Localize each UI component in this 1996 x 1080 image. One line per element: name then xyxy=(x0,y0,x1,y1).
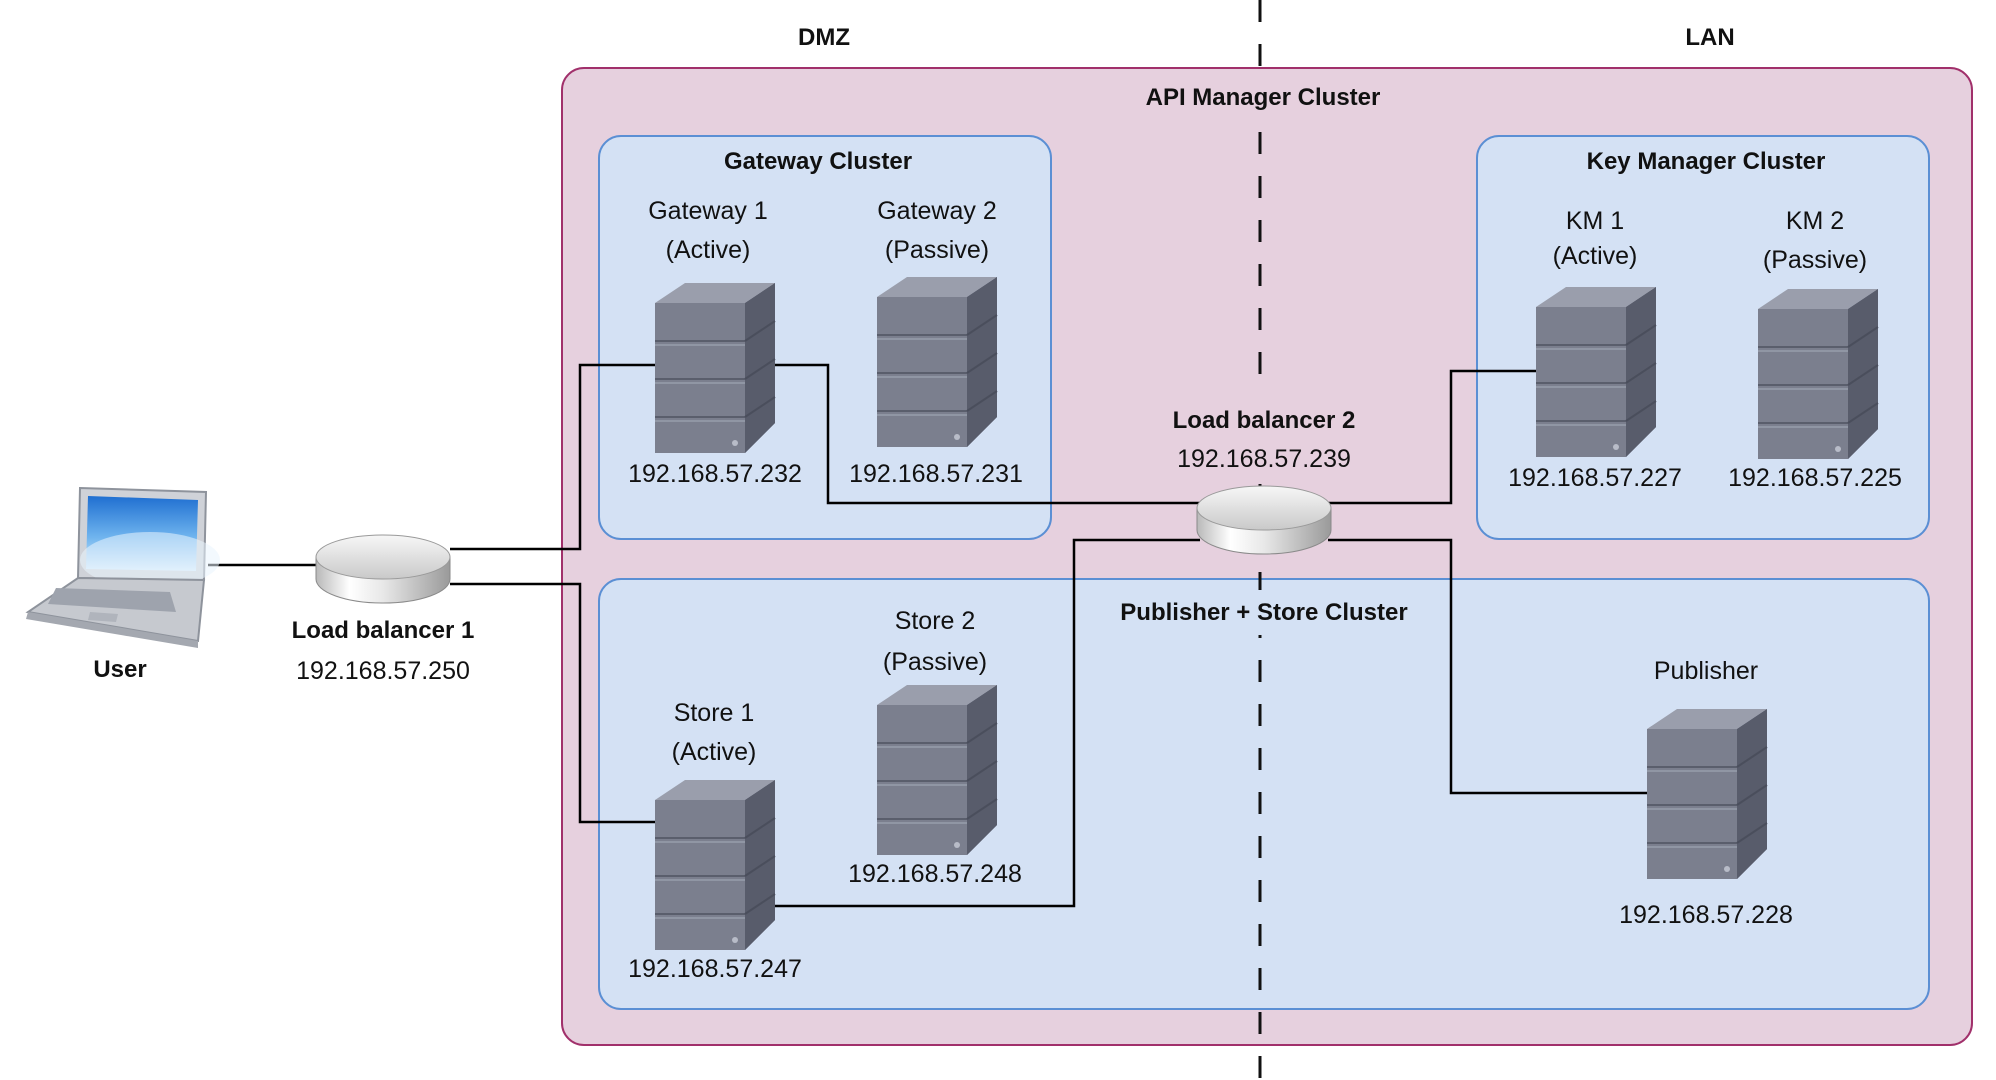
gateway-1-ip: 192.168.57.232 xyxy=(628,460,802,488)
load-balancer-1-icon xyxy=(315,534,451,604)
km-1-server-icon xyxy=(1535,286,1657,458)
user-label: User xyxy=(93,656,146,683)
key-manager-cluster-title: Key Manager Cluster xyxy=(1587,148,1826,175)
store-1-name: Store 1 xyxy=(674,699,755,727)
load-balancer-2-title: Load balancer 2 xyxy=(1173,407,1356,434)
store-1-ip: 192.168.57.247 xyxy=(628,955,802,983)
gateway-1-name: Gateway 1 xyxy=(648,197,768,225)
load-balancer-1-ip: 192.168.57.250 xyxy=(296,657,470,685)
laptop-icon xyxy=(25,486,220,648)
zone-label-lan: LAN xyxy=(1685,24,1734,51)
link-lb2-km1 xyxy=(1328,369,1540,505)
store-1-state: (Active) xyxy=(672,738,757,766)
gateway-cluster-title: Gateway Cluster xyxy=(724,148,912,175)
publisher-ip: 192.168.57.228 xyxy=(1619,901,1793,929)
load-balancer-1-title: Load balancer 1 xyxy=(292,617,475,644)
zone-label-dmz: DMZ xyxy=(798,24,850,51)
km-2-state: (Passive) xyxy=(1763,246,1867,274)
connection-lines xyxy=(208,363,1650,908)
store-1-server-icon xyxy=(654,779,776,951)
km-2-server-icon xyxy=(1757,288,1879,460)
publisher-server-icon xyxy=(1646,708,1768,880)
gateway-2-server-icon xyxy=(876,276,998,448)
gateway-2-ip: 192.168.57.231 xyxy=(849,460,1023,488)
api-manager-cluster-title: API Manager Cluster xyxy=(1146,84,1381,111)
store-2-name: Store 2 xyxy=(895,607,976,635)
link-lb2-store1 xyxy=(772,538,1200,908)
store-2-server-icon xyxy=(876,684,998,856)
store-2-state: (Passive) xyxy=(883,648,987,676)
link-lb1-store1 xyxy=(450,582,660,824)
load-balancer-2-icon xyxy=(1196,485,1332,555)
gateway-1-server-icon xyxy=(654,282,776,454)
link-gateway1-lb2 xyxy=(772,363,1200,505)
km-2-ip: 192.168.57.225 xyxy=(1728,464,1902,492)
link-lb2-publisher xyxy=(1328,538,1650,795)
km-1-ip: 192.168.57.227 xyxy=(1508,464,1682,492)
km-2-name: KM 2 xyxy=(1786,207,1844,235)
km-1-name: KM 1 xyxy=(1566,207,1624,235)
publisher-name: Publisher xyxy=(1654,657,1758,685)
gateway-2-state: (Passive) xyxy=(885,236,989,264)
link-lb1-gateway1 xyxy=(450,363,660,551)
store-2-ip: 192.168.57.248 xyxy=(848,860,1022,888)
publisher-store-cluster-title: Publisher + Store Cluster xyxy=(1120,599,1407,626)
load-balancer-2-ip: 192.168.57.239 xyxy=(1177,445,1351,473)
gateway-2-name: Gateway 2 xyxy=(877,197,997,225)
km-1-state: (Active) xyxy=(1553,242,1638,270)
gateway-1-state: (Active) xyxy=(666,236,751,264)
